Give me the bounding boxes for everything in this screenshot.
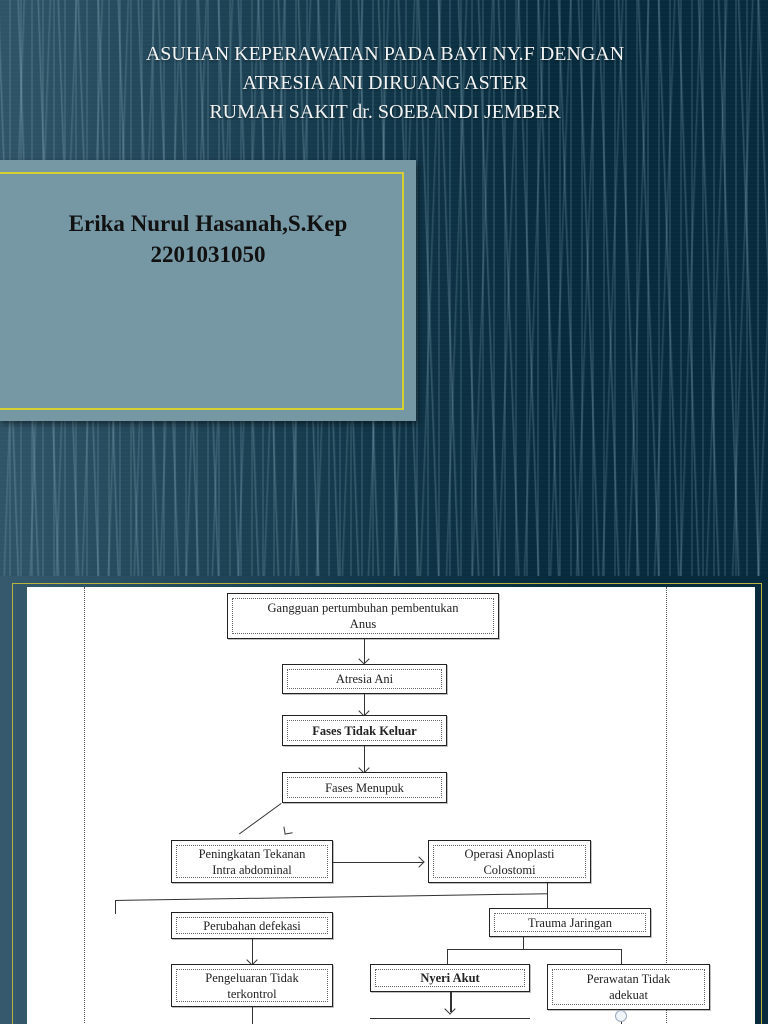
next-node-top-edge (370, 1018, 530, 1020)
arrow-diagonal-icon (283, 825, 293, 835)
edge-nyeri-continue (450, 992, 452, 1012)
title-slide: ASUHAN KEPERAWATAN PADA BAYI NY.F DENGAN… (0, 0, 768, 576)
title-line-2: ATRESIA ANI DIRUANG ASTER (242, 72, 528, 94)
flowchart-paper: Gangguan pertumbuhan pembentukan Anus At… (27, 587, 755, 1024)
title-line-3: RUMAH SAKIT dr. SOEBANDI JEMBER (209, 101, 561, 123)
arrow-right-icon (413, 856, 425, 868)
edge-pengeluaran-continue (252, 1007, 254, 1024)
edge-atresia-fases (364, 694, 366, 715)
node-fases-tidak-keluar: Fases Tidak Keluar (282, 715, 447, 746)
edge-branch-horizontal (114, 893, 548, 902)
node-trauma-jaringan: Trauma Jaringan (489, 908, 651, 937)
node-pengeluaran-tidak-terkontrol: Pengeluaran Tidak terkontrol (171, 964, 333, 1007)
edge-menupuk-peningkatan (238, 803, 282, 835)
title-line-1: ASUHAN KEPERAWATAN PADA BAYI NY.F DENGAN (145, 43, 625, 65)
margin-guide-right (666, 587, 667, 1024)
connector-handle-icon (615, 1010, 627, 1022)
author-name: Erika Nurul Hasanah,S.Kep (68, 211, 348, 236)
student-id: 2201031050 (150, 242, 266, 267)
node-nyeri-akut: Nyeri Akut (370, 964, 530, 992)
margin-guide-left (84, 587, 85, 1024)
edge-peningkatan-operasi (333, 862, 423, 864)
node-gangguan: Gangguan pertumbuhan pembentukan Anus (227, 593, 499, 639)
arrow-down-icon (358, 653, 370, 665)
flowchart-slide: Gangguan pertumbuhan pembentukan Anus At… (0, 576, 768, 1024)
slide-title: ASUHAN KEPERAWATAN PADA BAYI NY.F DENGAN… (60, 40, 710, 127)
node-perawatan-tidak-adekuat: Perawatan Tidak adekuat (547, 964, 710, 1010)
arrow-down-icon (444, 1003, 456, 1015)
edge-to-perubahan (115, 900, 117, 914)
edge-operasi-branch (547, 883, 549, 908)
edge-trauma-horizontal (447, 949, 622, 951)
slide-frame (12, 583, 762, 1024)
node-fases-menupuk: Fases Menupuk (282, 772, 447, 803)
node-perubahan-defekasi: Perubahan defekasi (171, 912, 333, 939)
edge-to-perawatan (621, 949, 623, 964)
node-operasi-anoplasti: Operasi Anoplasti Colostomi (428, 840, 591, 883)
node-peningkatan-tekanan: Peningkatan Tekanan Intra abdominal (171, 840, 333, 883)
author-block: Erika Nurul Hasanah,S.Kep 2201031050 (0, 208, 416, 270)
author-panel: Erika Nurul Hasanah,S.Kep 2201031050 (0, 160, 416, 421)
edge-fases-menupuk (364, 746, 366, 772)
author-panel-border (0, 172, 404, 410)
edge-perubahan-pengeluaran (252, 939, 254, 964)
node-atresia-ani: Atresia Ani (282, 664, 447, 694)
edge-gangguan-atresia (364, 639, 366, 663)
edge-to-nyeri (447, 949, 449, 964)
edge-trauma-branch (523, 937, 525, 949)
